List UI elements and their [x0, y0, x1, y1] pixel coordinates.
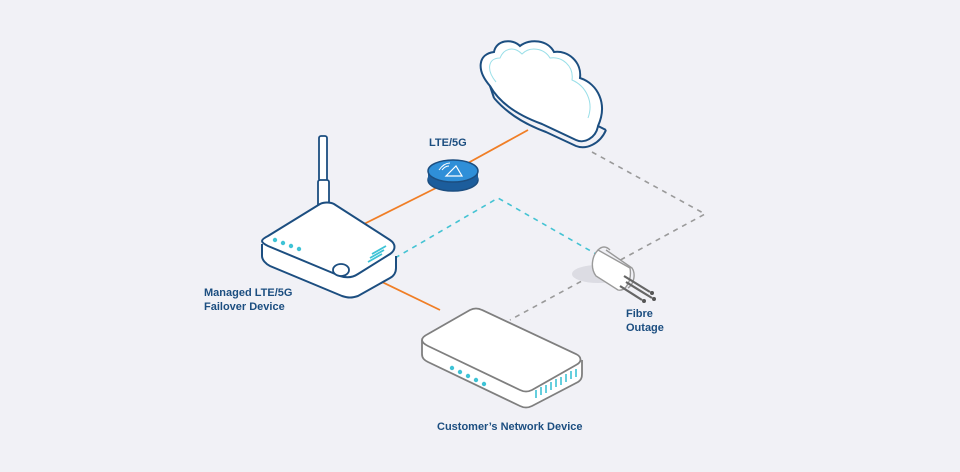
- switch-led: [481, 381, 487, 387]
- lte-label: LTE/5G: [429, 137, 467, 149]
- fibre-connector-icon: [572, 246, 656, 303]
- connections: [359, 129, 707, 321]
- router-led: [288, 243, 294, 249]
- failover-device-label: Managed LTE/5G Failover Device: [204, 286, 292, 314]
- lte-link-modem-to-cloud: [467, 129, 529, 164]
- switch-led: [465, 373, 471, 379]
- lte-link-router-to-customer-device: [377, 279, 441, 311]
- fibre-outage-label-line2: Outage: [626, 322, 664, 334]
- failover-device-label-line2: Failover Device: [204, 301, 285, 313]
- switch-led: [473, 377, 479, 383]
- router-led: [296, 246, 302, 252]
- lte-link-router-to-modem: [359, 185, 441, 227]
- fibre-outage-label-line1: Fibre: [626, 308, 653, 320]
- switch-led: [457, 369, 463, 375]
- lte-modem-icon: [427, 159, 479, 192]
- failover-dashed-link: [394, 197, 597, 259]
- fibre-outage-label: Fibre Outage: [626, 307, 664, 335]
- router-led: [272, 237, 278, 243]
- router-led: [280, 240, 286, 246]
- switch-led: [449, 365, 455, 371]
- network-switch-icon: [421, 307, 583, 409]
- router-icon: [261, 135, 397, 299]
- fibre-dashed-link: [509, 151, 707, 321]
- failover-device-label-line1: Managed LTE/5G: [204, 287, 293, 299]
- router-button: [332, 263, 350, 277]
- customer-device-label: Customer’s Network Device: [437, 421, 583, 433]
- switch-ports: [535, 369, 577, 398]
- cloud-icon: [479, 40, 607, 149]
